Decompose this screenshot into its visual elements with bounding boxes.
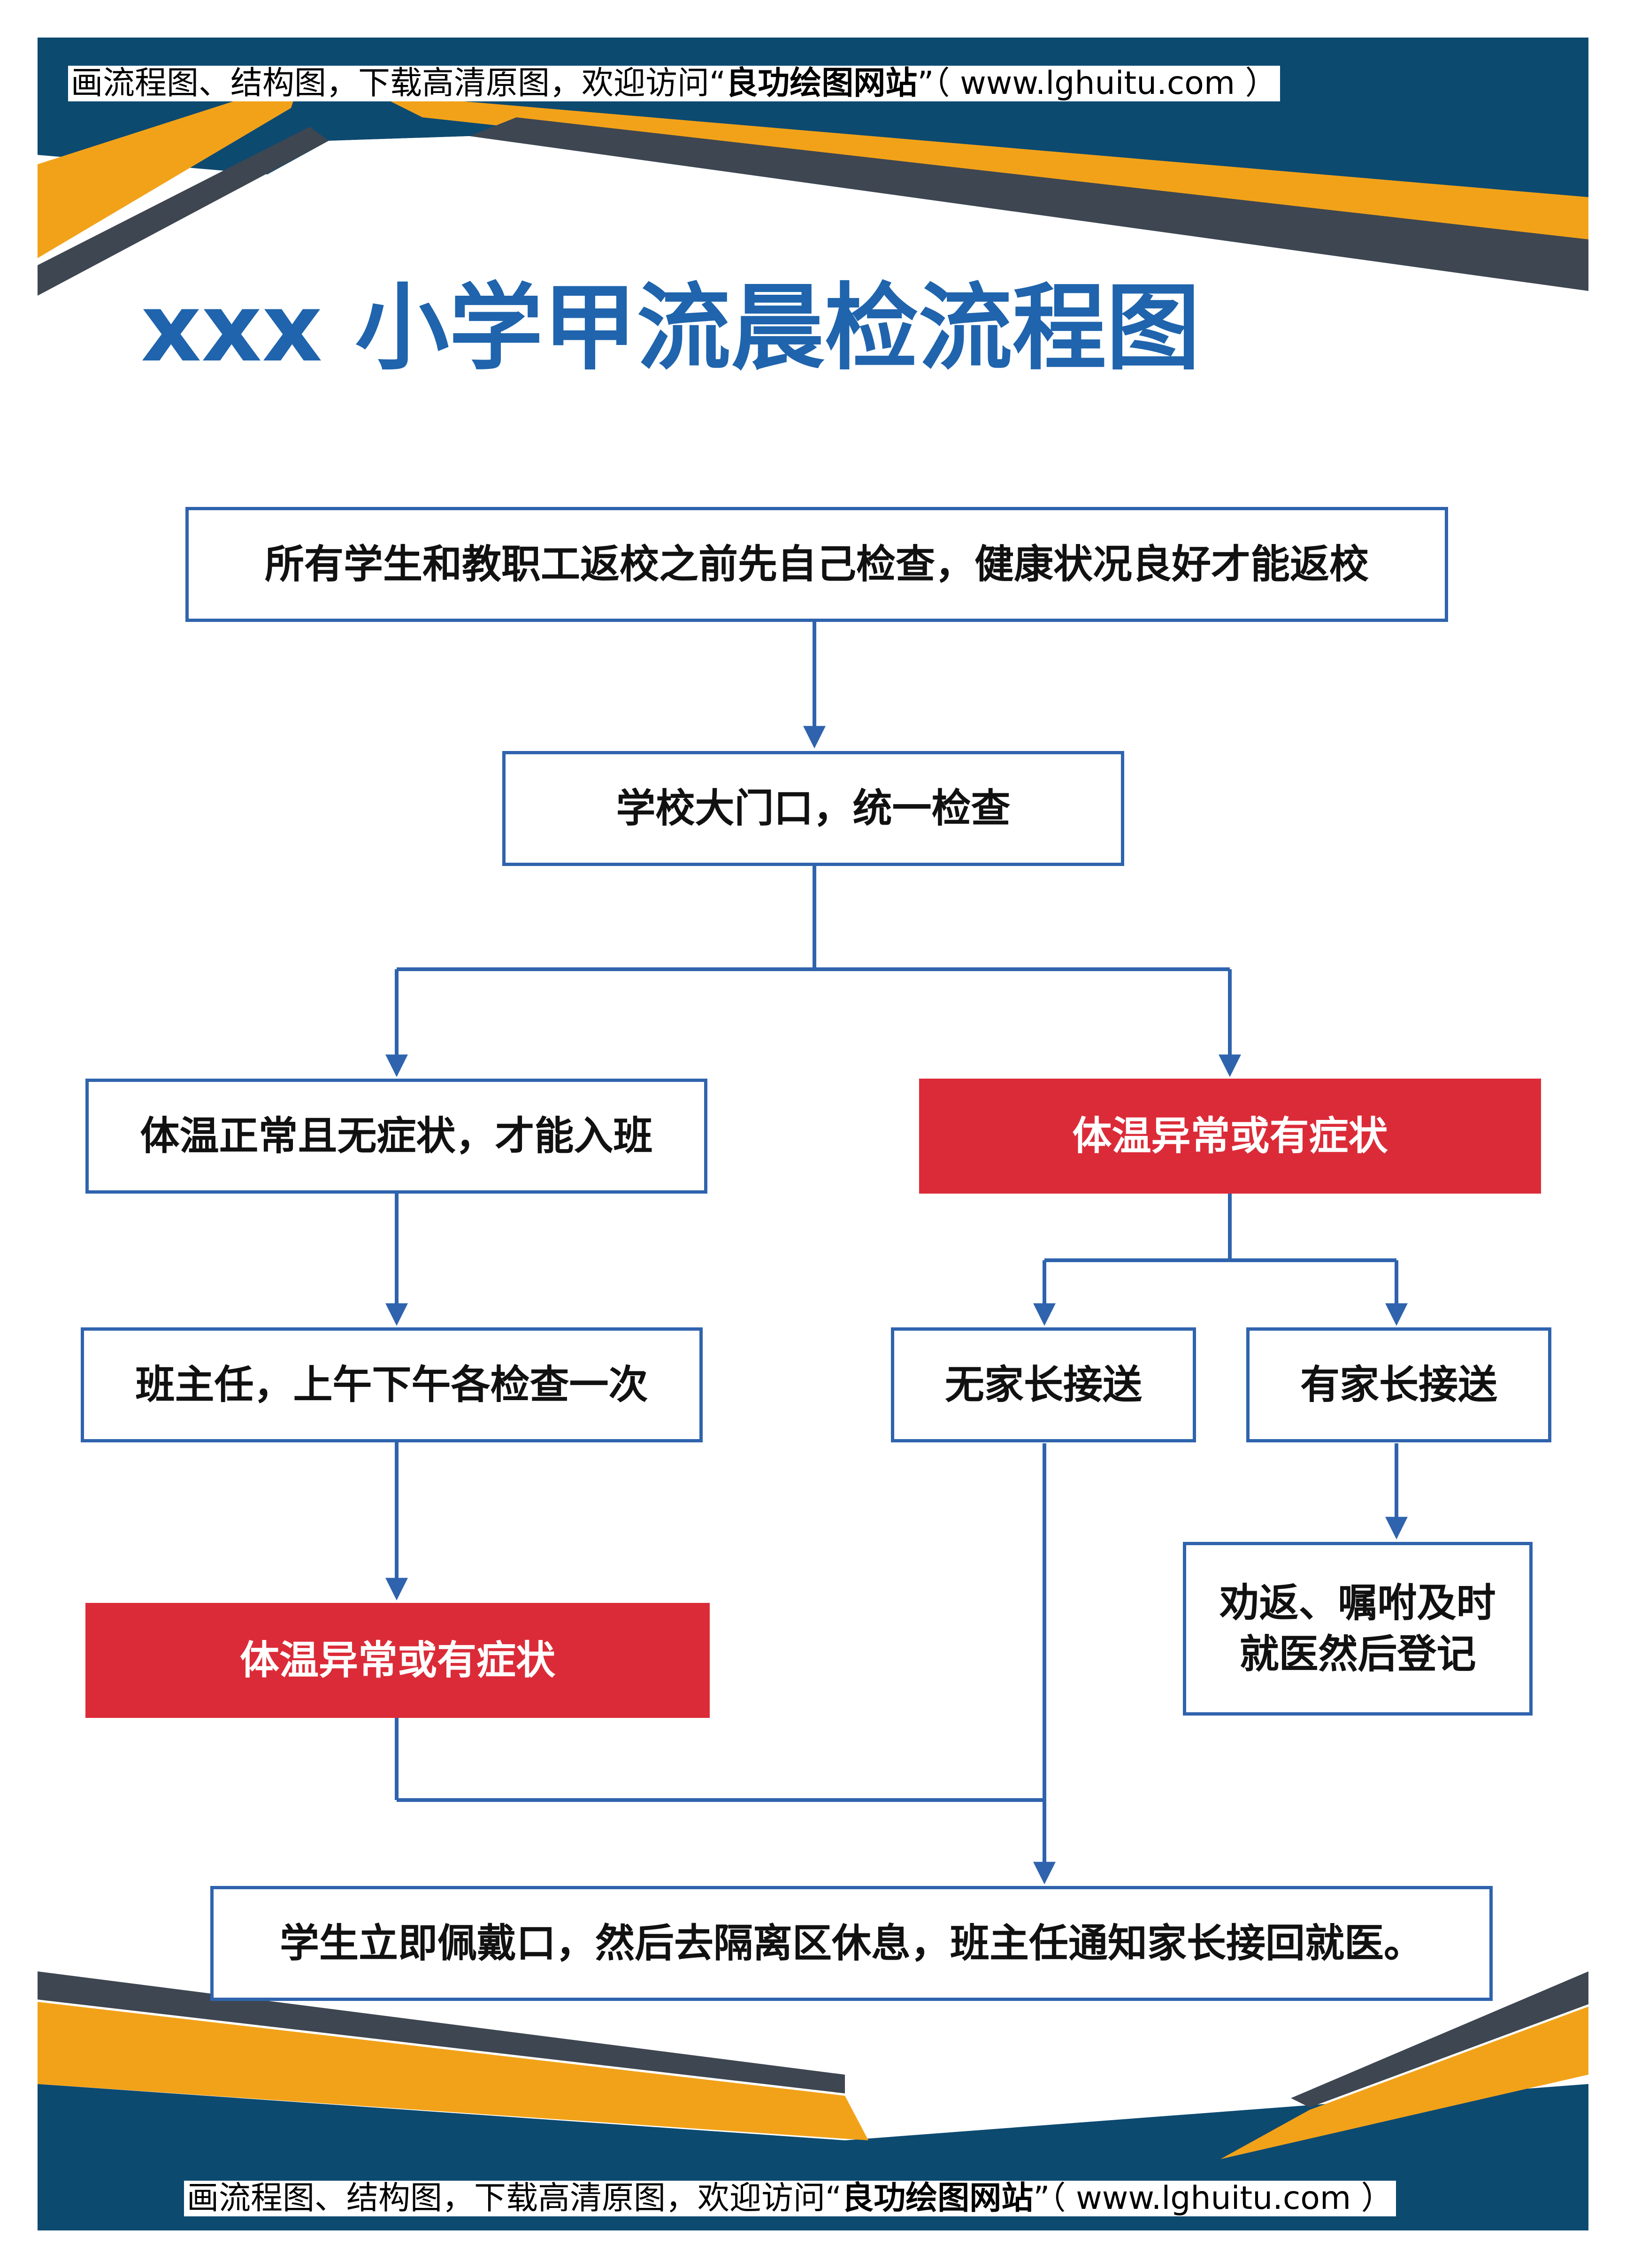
banner-suffix: ”（ www.lghuitu.com ） xyxy=(1033,2180,1393,2217)
node-abnormal-class: 体温异常或有症状 xyxy=(85,1603,710,1718)
page-title: xxx 小学甲流晨检流程图 xyxy=(141,274,1200,383)
banner-site-name: 良功绘图网站 xyxy=(726,65,918,102)
top-left-orange-band xyxy=(38,80,300,258)
node-with-parent: 有家长接送 xyxy=(1246,1327,1551,1442)
bottom-left-orange-band xyxy=(38,2002,868,2140)
banner-site-name: 良功绘图网站 xyxy=(842,2180,1034,2217)
node-isolate: 学生立即佩戴口，然后去隔离区休息，班主任通知家长接回就医。 xyxy=(210,1886,1493,2001)
node-isolate-label: 学生立即佩戴口，然后去隔离区休息，班主任通知家长接回就医。 xyxy=(279,1920,1423,1966)
banner-prefix: 画流程图、结构图，下载高清原图，欢迎访问“ xyxy=(187,2180,842,2217)
node-abnormal-gate-label: 体温异常或有症状 xyxy=(1072,1112,1388,1159)
bottom-left-gray-band xyxy=(38,1971,845,2093)
top-right-gray-band xyxy=(469,117,1588,291)
top-white-wedge xyxy=(329,136,1588,329)
node-gate-check: 学校大门口，统一检查 xyxy=(502,751,1124,866)
flow-connectors xyxy=(385,620,1408,1885)
node-dissuade-line1: 劝返、嘱咐及时 xyxy=(1220,1579,1496,1626)
banner-suffix: ”（ www.lghuitu.com ） xyxy=(917,65,1277,102)
node-normal-label: 体温正常且无症状，才能入班 xyxy=(140,1112,653,1159)
node-with-parent-label: 有家长接送 xyxy=(1300,1361,1497,1408)
node-teacher-check: 班主任，上午下午各检查一次 xyxy=(81,1327,703,1442)
node-self-check: 所有学生和教职工返校之前先自己检查，健康状况良好才能返校 xyxy=(185,507,1448,622)
top-watermark-banner: 画流程图、结构图，下载高清原图，欢迎访问“良功绘图网站”（ www.lghuit… xyxy=(68,66,1280,101)
bottom-watermark-banner: 画流程图、结构图，下载高清原图，欢迎访问“良功绘图网站”（ www.lghuit… xyxy=(184,2181,1396,2216)
top-white-area xyxy=(38,136,1588,329)
node-normal: 体温正常且无症状，才能入班 xyxy=(85,1079,707,1194)
node-dissuade: 劝返、嘱咐及时 就医然后登记 xyxy=(1183,1542,1533,1716)
node-abnormal-class-label: 体温异常或有症状 xyxy=(239,1637,555,1683)
node-abnormal-gate: 体温异常或有症状 xyxy=(919,1079,1541,1194)
node-no-parent-label: 无家长接送 xyxy=(944,1361,1142,1408)
node-self-check-label: 所有学生和教职工返校之前先自己检查，健康状况良好才能返校 xyxy=(264,541,1369,587)
node-dissuade-line2: 就医然后登记 xyxy=(1239,1631,1476,1677)
bottom-right-orange-band xyxy=(1220,2007,1588,2159)
node-gate-check-label: 学校大门口，统一检查 xyxy=(616,785,1011,831)
bottom-right-gray-band xyxy=(1291,1971,1588,2107)
node-dissuade-text: 劝返、嘱咐及时 就医然后登记 xyxy=(1220,1578,1496,1680)
node-teacher-check-label: 班主任，上午下午各检查一次 xyxy=(135,1361,648,1408)
top-left-gray-band xyxy=(38,127,329,296)
banner-prefix: 画流程图、结构图，下载高清原图，欢迎访问“ xyxy=(71,65,726,102)
node-no-parent: 无家长接送 xyxy=(891,1327,1196,1442)
